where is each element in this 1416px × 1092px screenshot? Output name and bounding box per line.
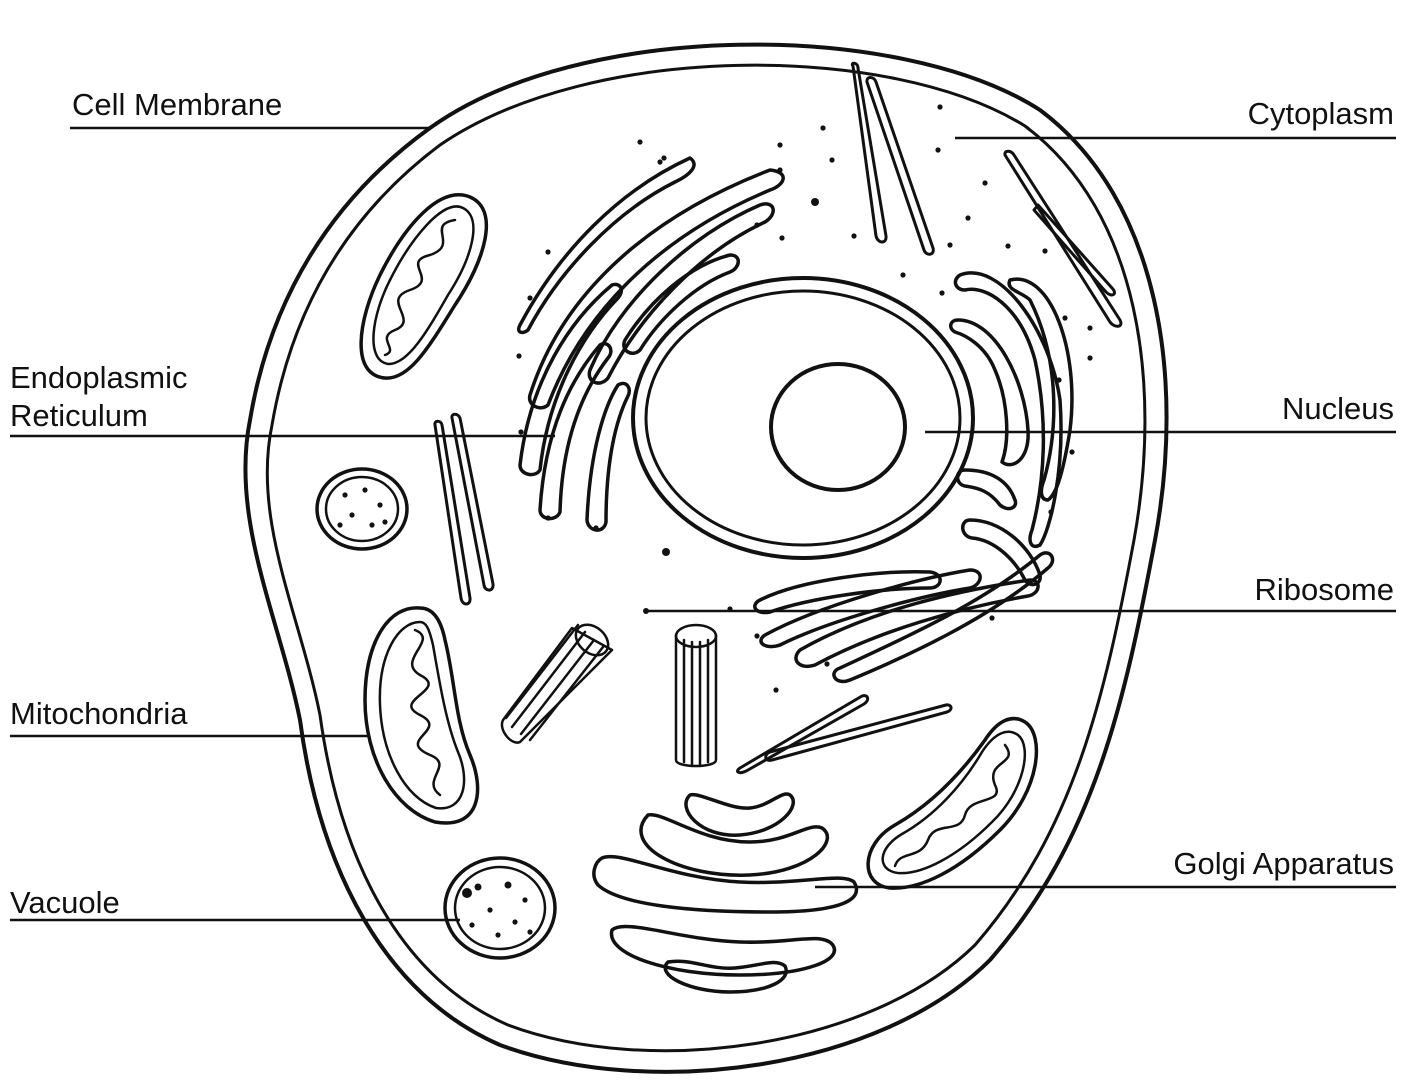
mitochondrion-middle bbox=[365, 608, 478, 823]
endoplasmic-reticulum-right bbox=[754, 273, 1074, 682]
leader-lines bbox=[10, 128, 1396, 920]
label-nucleus: Nucleus bbox=[1282, 390, 1394, 428]
mitochondrion-bottom bbox=[868, 719, 1036, 889]
label-cell-membrane: Cell Membrane bbox=[72, 86, 282, 124]
label-endoplasmic: Endoplasmic bbox=[10, 359, 187, 397]
nucleus bbox=[633, 278, 973, 558]
mitochondrion-top bbox=[361, 195, 486, 378]
vacuole-lower bbox=[445, 858, 555, 958]
vacuole-upper bbox=[317, 469, 407, 549]
centrioles bbox=[502, 618, 716, 766]
label-cytoplasm: Cytoplasm bbox=[1248, 95, 1394, 133]
label-vacuole: Vacuole bbox=[10, 884, 120, 922]
nucleolus bbox=[771, 364, 905, 490]
label-golgi-apparatus: Golgi Apparatus bbox=[1173, 845, 1394, 883]
endoplasmic-reticulum bbox=[516, 139, 783, 530]
label-mitochondria: Mitochondria bbox=[10, 695, 187, 733]
label-reticulum: Reticulum bbox=[10, 397, 148, 435]
golgi-apparatus bbox=[594, 794, 857, 992]
label-ribosome: Ribosome bbox=[1254, 571, 1394, 609]
